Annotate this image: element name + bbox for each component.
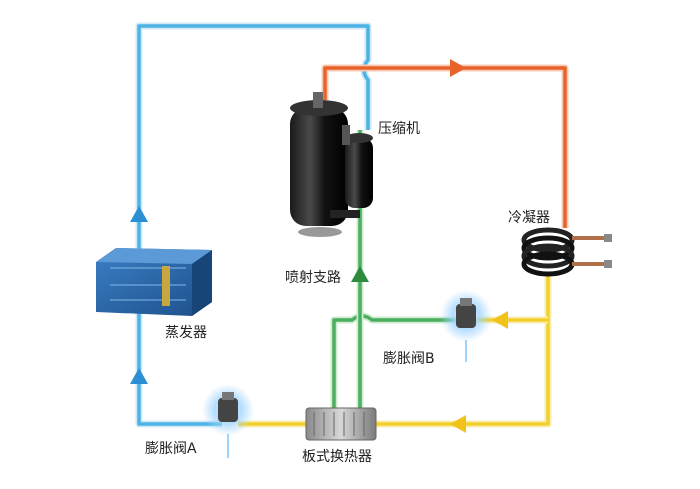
arrow-green-up [351,266,369,282]
label-expansion-valve-a: 膨胀阀A [145,441,197,457]
orange-pipe [321,64,569,228]
arrow-blue-up-upper [130,206,148,222]
label-injection-branch: 喷射支路 [285,270,341,286]
expansion-valve-a [202,384,254,458]
arrow-orange-right [450,59,466,77]
arrow-blue-up-lower [130,368,148,384]
label-compressor: 压缩机 [378,121,420,137]
label-plate-heat-exchanger: 板式换热器 [302,449,372,465]
label-expansion-valve-b: 膨胀阀B [383,351,435,367]
evaporator [96,248,212,316]
compressor [290,92,373,237]
expansion-valve-b [440,290,492,362]
flow-arrows [130,59,508,433]
label-condenser: 冷凝器 [508,210,550,226]
label-evaporator: 蒸发器 [165,325,207,341]
plate-heat-exchanger [305,407,377,441]
condenser [521,227,612,277]
arrow-yellow-left-b [492,311,508,329]
arrow-yellow-left-main [450,415,466,433]
